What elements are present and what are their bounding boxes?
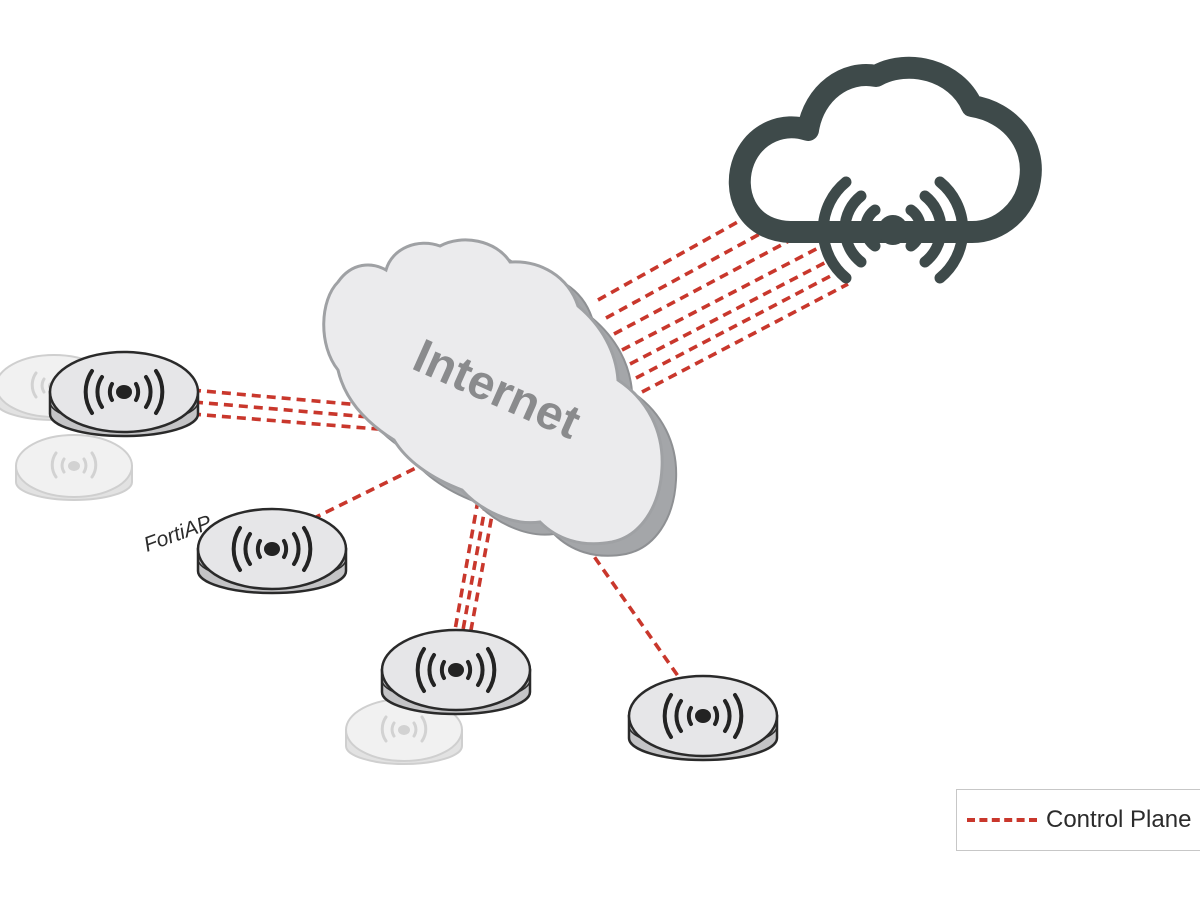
wireless-access-point-icon — [196, 507, 348, 595]
internet-cloud-icon — [322, 238, 678, 557]
wireless-access-point-icon — [627, 674, 779, 762]
legend-label-control-plane: Control Plane — [1046, 806, 1192, 833]
cloud-wireless-broadcast-icon — [728, 56, 1042, 284]
access-point-bottom-center — [380, 628, 532, 716]
control-plane-link-fortiap — [301, 460, 429, 526]
legend: Control Plane — [956, 789, 1200, 851]
access-point-fortiap — [196, 507, 348, 595]
ghost-access-point-2 — [14, 433, 134, 502]
access-point-bottom-right — [627, 674, 779, 762]
control-plane-links-service — [597, 212, 849, 394]
wireless-access-point-icon — [380, 628, 532, 716]
control-plane-links-left-ap — [191, 388, 391, 432]
control-plane-links-bottom-center-ap — [453, 499, 496, 631]
wireless-access-point-icon — [48, 350, 200, 438]
legend-dashed-line-icon — [967, 818, 1037, 822]
control-plane-link-bottom-right-ap — [584, 543, 680, 678]
access-point-left — [48, 350, 200, 438]
